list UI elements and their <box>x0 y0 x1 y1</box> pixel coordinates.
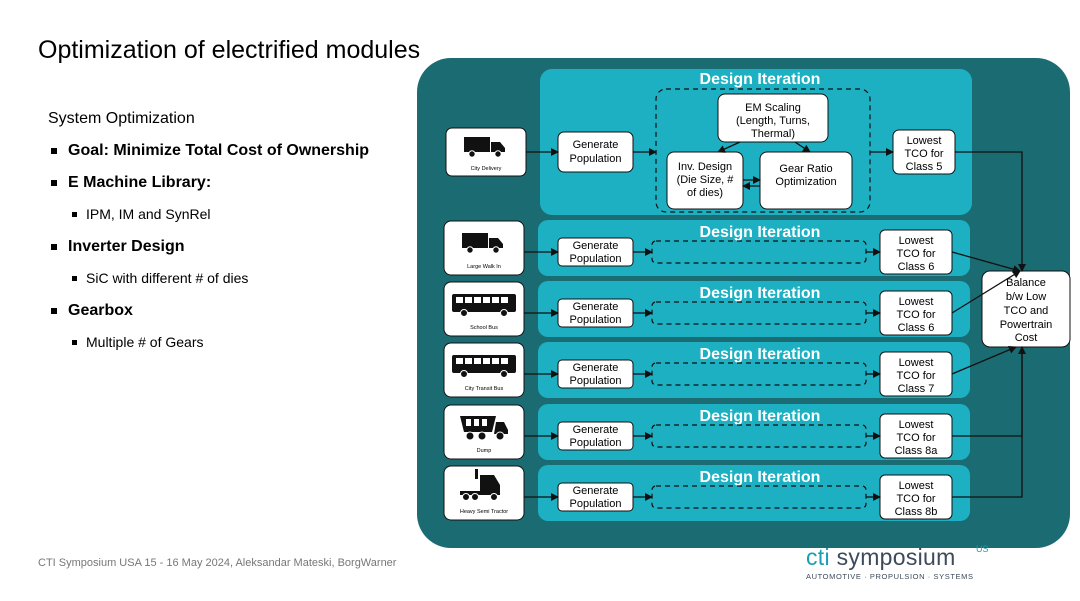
logo-tagline: AUTOMOTIVE · PROPULSION · SYSTEMS <box>806 572 974 581</box>
logo-cti: cti <box>806 544 830 570</box>
tco-line-1: Lowest <box>907 135 942 147</box>
cti-symposium-logo: cti symposium US AUTOMOTIVE · PROPULSION… <box>806 544 996 594</box>
arrow-em-to-inv <box>717 141 741 153</box>
balance-line-3: TCO and <box>1004 305 1049 317</box>
balance-line-1: Balance <box>1006 277 1046 289</box>
em-scaling-line-3: Thermal) <box>751 128 795 140</box>
gear-ratio-line-1: Gear Ratio <box>779 163 832 175</box>
iteration-label-2: Design Iteration <box>700 285 821 302</box>
arrow-em-to-gear <box>794 141 811 153</box>
connector-to-balance-0 <box>955 151 1026 272</box>
connector-to-balance-1 <box>951 251 1021 273</box>
vehicle-name-4: Dump <box>477 448 492 454</box>
iteration-panel-3 <box>538 342 970 398</box>
tco-line-1: Lowest <box>899 480 934 492</box>
gear-ratio-line-2: Optimization <box>775 176 836 188</box>
generate-line-1: Generate <box>573 139 619 151</box>
tco-line-3: Class 8b <box>895 506 938 518</box>
slide-footer: CTI Symposium USA 15 - 16 May 2024, Alek… <box>38 557 397 569</box>
vehicle-card-5: Heavy Semi Tractor <box>443 465 525 521</box>
tco-line-3: Class 8a <box>895 445 939 457</box>
tco-line-1: Lowest <box>899 235 934 247</box>
em-scaling-box <box>717 93 829 143</box>
generate-line-2: Population <box>570 375 622 387</box>
bullet-gearbox: Gearbox <box>48 302 418 320</box>
iteration-label-4: Design Iteration <box>700 408 821 425</box>
bullet-goal: Goal: Minimize Total Cost of Ownership <box>48 142 418 160</box>
vehicle-name-1: Large Walk In <box>467 264 501 270</box>
iteration-panel-1 <box>538 220 970 276</box>
vehicle-name-5: Heavy Semi Tractor <box>460 509 508 515</box>
tco-line-1: Lowest <box>899 296 934 308</box>
generate-line-1: Generate <box>573 424 619 436</box>
generate-line-2: Population <box>570 498 622 510</box>
inv-design-line-2: (Die Size, # <box>677 174 735 186</box>
connector-to-balance-5 <box>952 346 1026 498</box>
sub-bullet-sic-dies: SiC with different # of dies <box>70 270 418 286</box>
bullet-inverter-design: Inverter Design <box>48 238 418 256</box>
generate-line-1: Generate <box>573 240 619 252</box>
tco-line-3: Class 7 <box>898 383 935 395</box>
iteration-label-1: Design Iteration <box>700 224 821 241</box>
tco-line-2: TCO for <box>896 432 935 444</box>
balance-box <box>981 270 1071 348</box>
em-scaling-line-2: (Length, Turns, <box>736 115 810 127</box>
tco-line-1: Lowest <box>899 357 934 369</box>
logo-region: US <box>976 544 989 554</box>
list-heading: System Optimization <box>48 110 195 127</box>
tco-line-3: Class 6 <box>898 322 935 334</box>
generate-line-2: Population <box>570 253 622 265</box>
generate-line-2: Population <box>570 153 622 165</box>
tco-line-3: Class 6 <box>898 261 935 273</box>
tco-line-2: TCO for <box>904 148 943 160</box>
iteration-panel-2 <box>538 281 970 337</box>
balance-line-4: Powertrain <box>1000 319 1053 331</box>
iteration-panel-4 <box>538 404 970 460</box>
vehicle-card-3: City Transit Bus <box>443 342 525 398</box>
slide-title: Optimization of electrified modules <box>38 36 421 64</box>
sub-bullet-gears: Multiple # of Gears <box>70 334 418 350</box>
generate-line-1: Generate <box>573 362 619 374</box>
generate-box-0 <box>557 131 634 173</box>
bullet-e-machine-library: E Machine Library: <box>48 174 418 192</box>
tco-line-2: TCO for <box>896 370 935 382</box>
inv-design-line-3: of dies) <box>687 187 723 199</box>
tco-line-1: Lowest <box>899 419 934 431</box>
vehicle-name-2: School Bus <box>470 325 498 331</box>
iteration-label-0: Design Iteration <box>700 71 821 88</box>
generate-line-2: Population <box>570 314 622 326</box>
logo-wordmark: cti symposium <box>806 544 996 571</box>
generate-line-1: Generate <box>573 485 619 497</box>
vehicle-name-0: City Delivery <box>471 166 502 172</box>
tco-line-2: TCO for <box>896 248 935 260</box>
vehicle-name-3: City Transit Bus <box>465 386 504 392</box>
iteration-label-5: Design Iteration <box>700 469 821 486</box>
sub-bullet-machine-types: IPM, IM and SynRel <box>70 206 418 222</box>
vehicle-card-2: School Bus <box>443 281 525 337</box>
connector-to-balance-3 <box>951 346 1017 375</box>
generate-line-2: Population <box>570 437 622 449</box>
em-scaling-line-1: EM Scaling <box>745 102 801 114</box>
iteration-panel-5 <box>538 465 970 521</box>
logo-symposium: symposium <box>829 544 956 570</box>
connector-to-balance-2 <box>951 270 1021 314</box>
tco-line-3: Class 5 <box>906 161 943 173</box>
balance-line-2: b/w Low <box>1006 291 1046 303</box>
inv-design-line-1: Inv. Design <box>678 161 732 173</box>
vehicle-card-1: Large Walk In <box>443 220 525 276</box>
iteration-label-3: Design Iteration <box>700 346 821 363</box>
vehicle-card-4: Dump <box>443 404 525 460</box>
balance-line-5: Cost <box>1015 332 1038 344</box>
system-optimization-list: System Optimization Goal: Minimize Total… <box>48 110 418 366</box>
tco-line-2: TCO for <box>896 493 935 505</box>
tco-line-2: TCO for <box>896 309 935 321</box>
generate-line-1: Generate <box>573 301 619 313</box>
